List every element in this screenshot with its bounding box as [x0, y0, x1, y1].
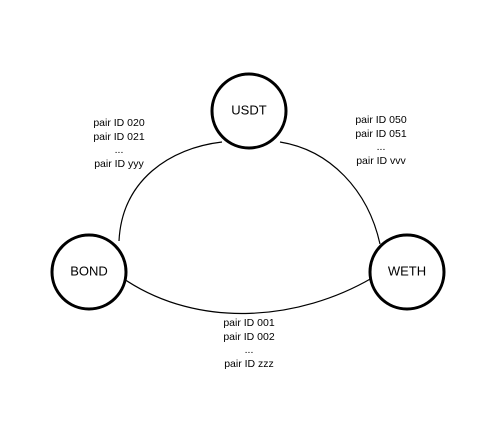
pair-id-line: pair ID vvv — [356, 154, 406, 167]
pair-id-line: ... — [244, 344, 254, 356]
pair-id-line: pair ID 001 — [223, 317, 275, 329]
node-bond: BOND — [50, 233, 128, 311]
pair-id-line: pair ID 051 — [355, 127, 407, 140]
pair-id-line: pair ID 021 — [93, 130, 145, 143]
pair-id-line: pair ID 050 — [355, 114, 407, 126]
pair-id-line: ... — [114, 144, 124, 156]
pair-id-line: ... — [376, 141, 386, 153]
pair-id-line: pair ID 020 — [93, 117, 145, 129]
edge-usdt-weth — [279, 141, 381, 245]
edge-label-bond-usdt: pair ID 020 pair ID 021 ... pair ID yyy — [74, 117, 164, 171]
edge-bond-usdt — [118, 141, 223, 242]
edge-label-usdt-weth: pair ID 050 pair ID 051 ... pair ID vvv — [336, 114, 426, 168]
edge-bond-weth — [123, 277, 373, 315]
edge-label-bond-weth: pair ID 001 pair ID 002 ... pair ID zzz — [204, 317, 294, 371]
pair-id-line: pair ID 002 — [223, 330, 275, 343]
pair-id-line: pair ID zzz — [224, 357, 274, 370]
node-weth: WETH — [368, 233, 446, 311]
node-usdt-label: USDT — [231, 102, 266, 117]
pair-id-line: pair ID yyy — [94, 157, 144, 170]
node-usdt: USDT — [210, 72, 288, 150]
node-bond-label: BOND — [70, 263, 108, 278]
node-weth-label: WETH — [388, 263, 426, 278]
